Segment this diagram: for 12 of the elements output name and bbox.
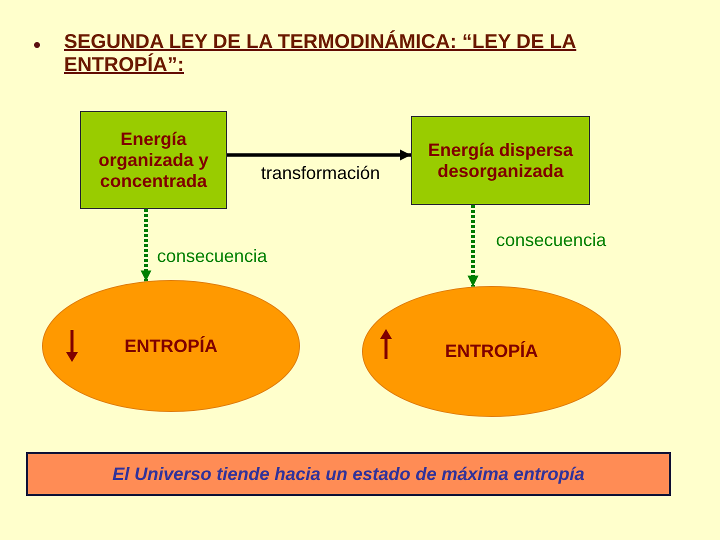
node-text: ENTROPÍA [124,336,218,356]
process-box [411,116,590,205]
statement-banner [26,452,671,496]
dashed-arrow [140,209,152,282]
slide-title: SEGUNDA LEY DE LA TERMODINÁMICA: “LEY DE LA ENTROPÍA”: [64,31,578,77]
node-text: Energía dispersa desorganizada [426,140,574,182]
node-text: El Universo tiende hacia un estado de máxima entropía [112,463,585,485]
node-text: ENTROPÍA [444,341,538,362]
process-box [80,111,227,209]
arrow [227,150,411,160]
node-text: Energía organizada y concentrada [97,128,210,192]
dashed-arrow [468,205,478,287]
